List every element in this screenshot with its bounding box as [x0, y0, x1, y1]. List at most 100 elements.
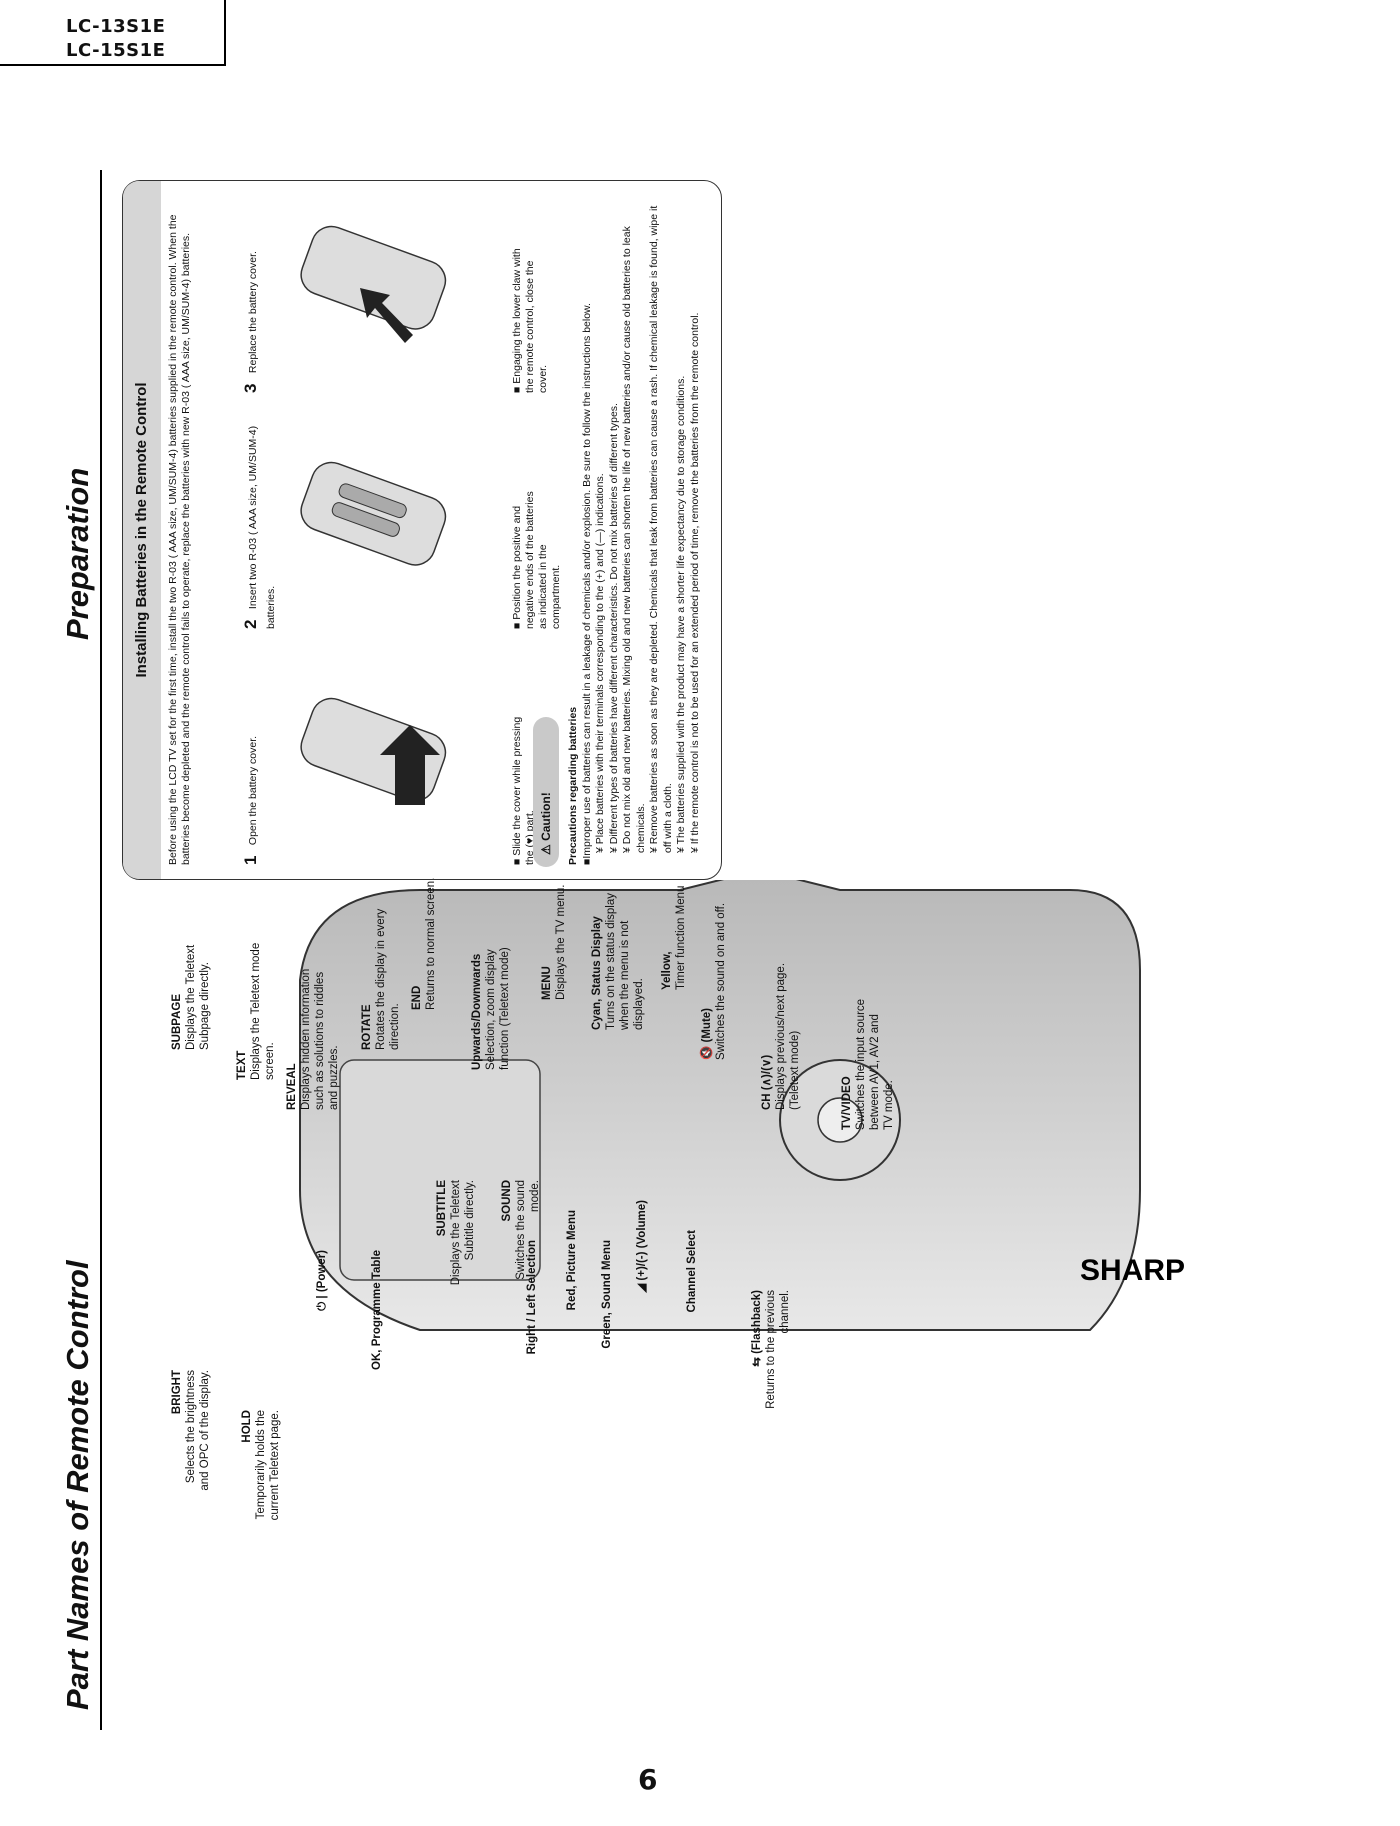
remote-control-illustration: SHARP: [299, 880, 1185, 1331]
callout-desc: Rotates the display in every: [375, 908, 387, 1050]
callout-desc: Subtitle directly.: [464, 1180, 476, 1261]
battery-step-2: 2 Insert two R-03 ( AAA size, UM/SUM-4) …: [241, 419, 562, 629]
callout-desc: screen.: [264, 1042, 276, 1080]
precautions-title: Precautions regarding batteries: [567, 706, 579, 865]
callout-callouts_top-7: Red, Picture Menu: [565, 1210, 579, 1370]
callout-label: SUBTITLE: [436, 1180, 448, 1237]
precaution-item: ¥ Different types of batteries have diff…: [607, 403, 620, 853]
callout-desc: direction.: [389, 1003, 401, 1050]
callout-desc: Switches the input source: [855, 998, 867, 1130]
title-preparation: Preparation: [60, 467, 95, 640]
callout-label: BRIGHT: [171, 1370, 183, 1415]
callout-callouts_top-8: Green, Sound Menu: [600, 1240, 614, 1420]
step-2-illustration: [300, 461, 447, 566]
callout-callouts_top-9: ◢ (+)/(-) (Volume): [635, 1200, 649, 1370]
model-number-2: LC-15S1E: [66, 40, 166, 61]
callout-desc: and puzzles.: [328, 1045, 340, 1110]
battery-panel: Installing Batteries in the Remote Contr…: [122, 180, 722, 880]
callout-label: OK, Programme Table: [371, 1250, 383, 1370]
step-number: 1: [241, 855, 260, 865]
step-note: ■ Position the positive and negative end…: [511, 491, 562, 629]
callout-callouts_top-3: OK, Programme Table: [370, 1250, 384, 1480]
svg-text:SHARP: SHARP: [1080, 1254, 1185, 1287]
callout-desc: Subpage directly.: [199, 961, 211, 1050]
callout-desc: (Teletext mode): [789, 1030, 801, 1110]
battery-step-3: 3 Replace the battery cover. ■ Engaging …: [241, 183, 549, 393]
callout-label: SUBPAGE: [171, 993, 183, 1050]
step-text: Replace the battery cover.: [247, 251, 259, 374]
step-note: ■ Engaging the lower claw with the remot…: [511, 248, 549, 393]
step-number: 3: [241, 383, 260, 393]
callout-desc: channel.: [779, 1290, 791, 1334]
dpad: [779, 1059, 901, 1181]
callout-label: SOUND: [501, 1180, 513, 1222]
callout-callouts_top-2: ⏻ | (Power): [315, 1250, 329, 1370]
callout-desc: Displays the Teletext mode: [250, 942, 262, 1080]
callout-desc: and OPC of the display.: [199, 1370, 211, 1491]
callout-label: ◢ (+)/(-) (Volume): [636, 1200, 648, 1293]
precaution-item: ¥ Do not mix old and new batteries. Mixi…: [621, 226, 647, 853]
precaution-item: ¥ If the remote control is not to be use…: [688, 312, 701, 853]
callout-desc: current Teletext page.: [269, 1410, 281, 1521]
step-text: Insert two R-03 ( AAA size, UM/SUM-4) ba…: [247, 425, 277, 629]
callout-desc: TV mode.: [883, 1080, 895, 1130]
callout-label: TEXT: [236, 1050, 248, 1080]
page-number: 6: [638, 1763, 658, 1796]
battery-intro: Before using the LCD TV set for the firs…: [167, 214, 192, 865]
step-number: 2: [241, 619, 260, 629]
callout-callouts_bottom-10: CH (∧)/(∨)Displays previous/next page.(T…: [760, 890, 802, 1110]
model-box: LC-13S1E LC-15S1E: [0, 0, 226, 66]
callout-label: REVEAL: [286, 1063, 298, 1110]
precaution-item: ¥ The batteries supplied with the produc…: [675, 375, 687, 853]
remote-keypad: [339, 1059, 541, 1281]
callout-callouts_top-6: Right / Left Selection: [525, 1240, 539, 1420]
callout-label: Upwards/Downwards: [471, 953, 483, 1070]
caution-badge: ⚠ Caution!: [533, 717, 559, 867]
step-3-illustration: [300, 225, 447, 343]
battery-step-1: 1 Open the battery cover. ■ Slide the co…: [241, 655, 536, 865]
callout-desc: such as solutions to riddles: [314, 971, 326, 1110]
callout-label: Channel Select: [686, 1230, 698, 1313]
battery-heading: Installing Batteries in the Remote Contr…: [123, 181, 161, 879]
callout-desc: function (Teletext mode): [499, 947, 511, 1070]
callout-desc: Selects the brightness: [185, 1370, 197, 1484]
callout-label: HOLD: [241, 1410, 253, 1443]
callout-callouts_top-10: Channel Select: [685, 1230, 699, 1370]
callout-label: CH (∧)/(∨): [761, 1054, 773, 1110]
callout-desc: Displays hidden information: [300, 968, 312, 1110]
model-number-1: LC-13S1E: [66, 16, 166, 37]
precautions-lead: ■Improper use of batteries can result in…: [580, 303, 593, 865]
callout-desc: Selection, zoom display: [485, 949, 497, 1070]
callout-label: Right / Left Selection: [526, 1240, 538, 1355]
step-text: Open the battery cover.: [247, 735, 259, 846]
precaution-item: ¥ Place batteries with their terminals c…: [594, 473, 606, 853]
callout-desc: Displays previous/next page.: [775, 962, 787, 1110]
callout-label: TV/VIDEO: [841, 1076, 853, 1130]
callout-label: Red, Picture Menu: [566, 1210, 578, 1311]
precautions-list: ¥ Place batteries with their terminals c…: [594, 193, 702, 865]
rotated-content: Part Names of Remote Control Preparation…: [60, 150, 1360, 1750]
callout-desc: between AV1, AV2 and: [869, 1014, 881, 1130]
callout-label: ROTATE: [361, 1004, 373, 1050]
callout-label: ⏻ | (Power): [316, 1250, 328, 1311]
callout-desc: Temporarily holds the: [255, 1410, 267, 1520]
precautions-block: Precautions regarding batteries ■Imprope…: [567, 193, 702, 865]
precaution-item: ¥ Remove batteries as soon as they are d…: [648, 205, 674, 853]
brand-logo: SHARP: [1080, 1254, 1185, 1287]
callout-label: ⇆ (Flashback): [751, 1290, 763, 1367]
callout-label: Green, Sound Menu: [601, 1240, 613, 1349]
callout-desc: Displays the Teletext: [185, 944, 197, 1050]
step-1-illustration: [300, 697, 447, 805]
callout-desc: Returns to the previous: [765, 1290, 777, 1409]
callout-desc: Displays the Teletext: [450, 1180, 462, 1286]
